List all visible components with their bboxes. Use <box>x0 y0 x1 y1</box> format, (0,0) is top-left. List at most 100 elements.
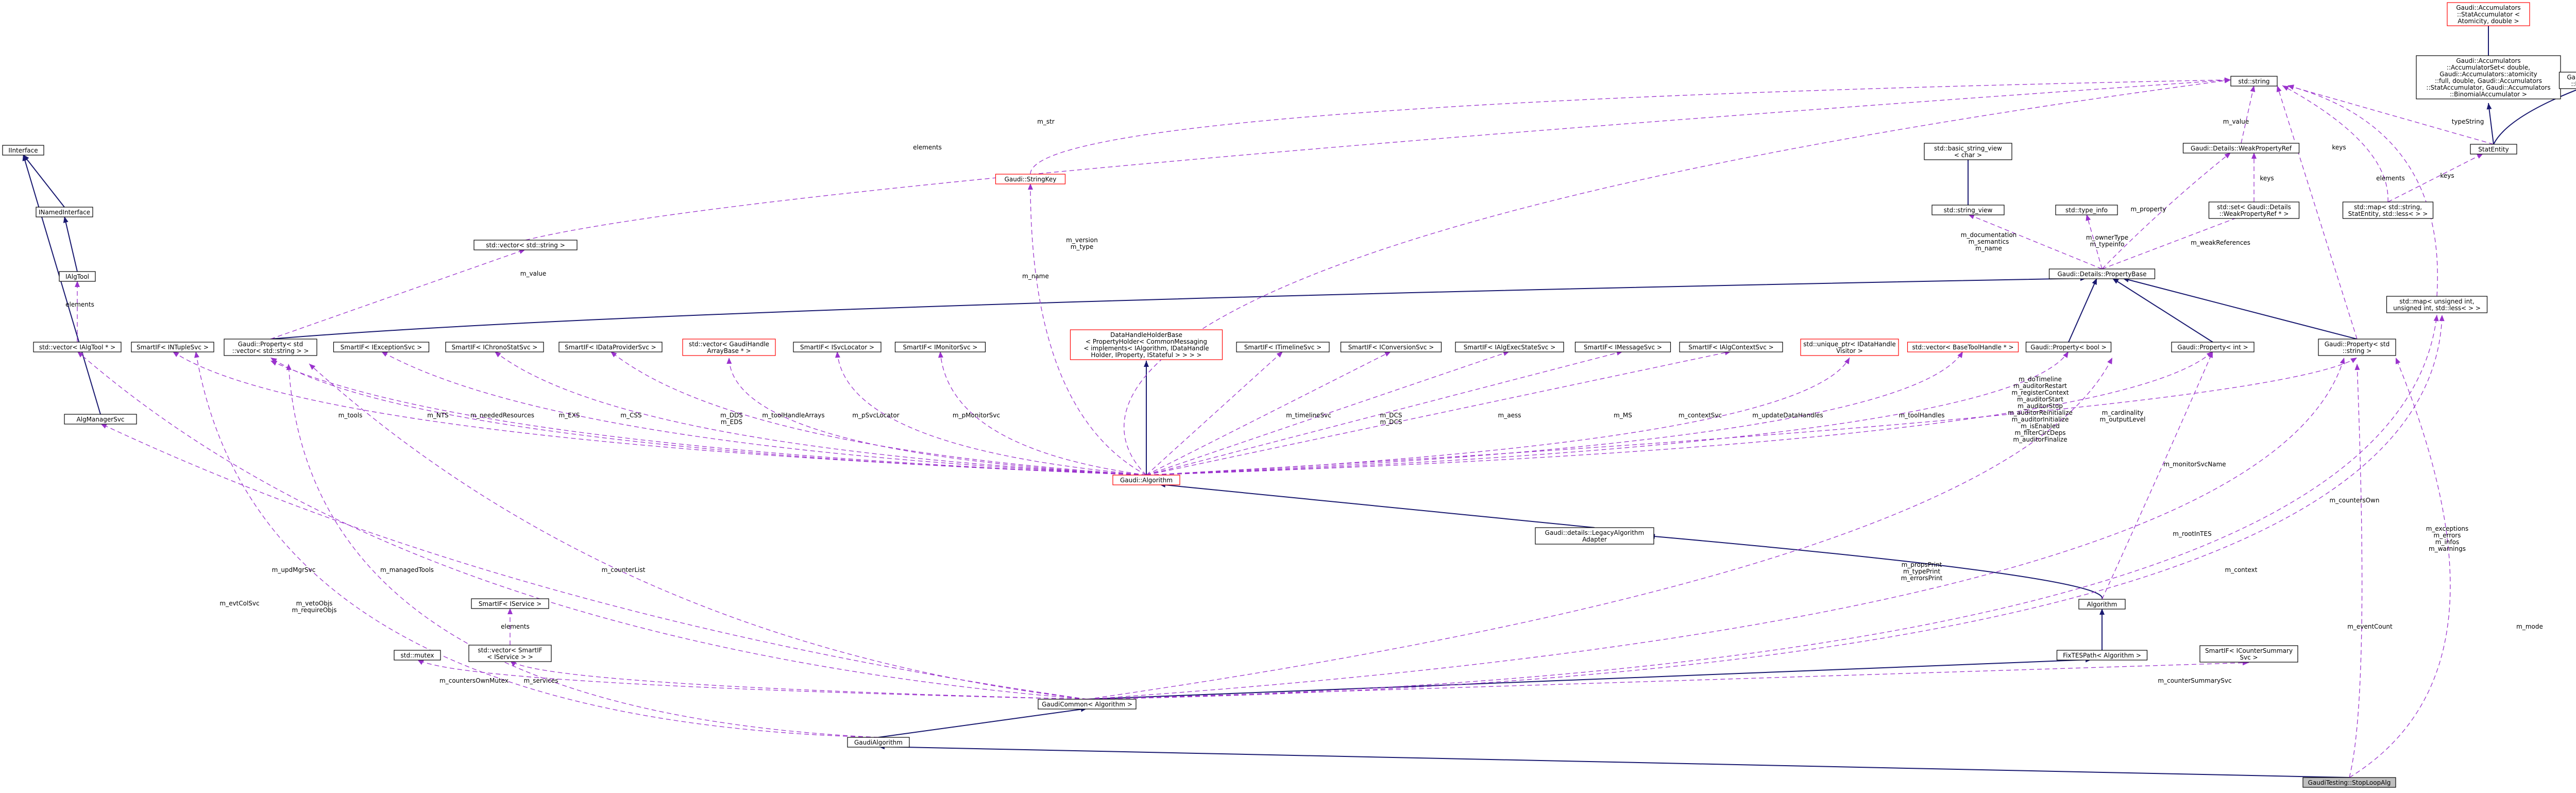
class-node-std-string[interactable]: std::string <box>2230 76 2278 87</box>
class-node-smartif-imessagesvc[interactable]: SmartIF< IMessageSvc > <box>1574 342 1671 352</box>
class-node-map-unsigned-string[interactable]: std::map< unsigned int,unsigned int, std… <box>2386 296 2488 313</box>
class-node-algmanagersvc[interactable]: AlgManagerSvc <box>64 414 137 425</box>
member-edge <box>2349 357 2451 778</box>
class-node-vec-smartif-iservice[interactable]: std::vector< SmartIF< IService > > <box>468 645 552 662</box>
class-node-ialgtool[interactable]: IAlgTool <box>59 271 96 282</box>
class-node-std-mutex[interactable]: std::mutex <box>394 650 441 661</box>
edge-label-m-dotimeline: m_auditorInitialize <box>2012 416 2069 423</box>
class-node-label: std::map< unsigned int, <box>2399 298 2474 305</box>
class-node-printablecounter[interactable]: Gaudi::Accumulators::PrintableCounter <box>2558 72 2576 89</box>
edge-label-m-css: m_CSS <box>620 412 641 419</box>
member-edge <box>1087 357 2113 700</box>
edge-label-m-ownertype: m_typeinfo <box>2090 241 2124 248</box>
edge-arrowhead <box>2063 351 2069 358</box>
member-edge <box>1146 357 2358 476</box>
class-node-smartif-ituplesvc[interactable]: SmartIF< INTupleSvc > <box>131 342 214 352</box>
edge-label-m-managedtools: m_managedTools <box>380 566 434 573</box>
edge-label-m-value-weak: m_value <box>2223 118 2249 125</box>
edge-label-m-dotimeline: m_auditorStop <box>2018 402 2063 410</box>
class-node-label: FixTESPath< Algorithm > <box>2063 652 2141 659</box>
class-node-propertybase[interactable]: Gaudi::Details::PropertyBase <box>2048 268 2156 279</box>
edge-arrowhead <box>510 661 517 667</box>
class-node-prop-bool[interactable]: Gaudi::Property< bool > <box>2025 342 2112 352</box>
class-node-basic-string-view[interactable]: std::basic_string_view< char > <box>1924 143 2012 160</box>
class-node-accumulators-set[interactable]: Gaudi::Accumulators::AccumulatorSet< dou… <box>2416 55 2561 99</box>
class-node-prop-string[interactable]: Gaudi::Property< std::string > <box>2318 339 2396 356</box>
edge-label-m-documentation: m_documentation <box>1961 231 2017 239</box>
member-edge <box>270 249 526 340</box>
member-edge <box>728 357 1147 476</box>
edge-label-keys-map: keys <box>2332 144 2346 151</box>
class-node-std-type-info[interactable]: std::type_info <box>2055 205 2118 215</box>
edge-arrowhead <box>1957 351 1963 358</box>
class-node-smartif-idataprovidersvc[interactable]: SmartIF< IDataProviderSvc > <box>558 342 663 352</box>
class-node-weakpropertyref[interactable]: Gaudi::Details::WeakPropertyRef <box>2182 143 2300 154</box>
member-edge <box>1030 183 1147 476</box>
class-node-set-weakpropertyref[interactable]: std::set< Gaudi::Details::WeakPropertyRe… <box>2208 201 2300 219</box>
class-node-smartif-ichronostatsvc[interactable]: SmartIF< IChronoStatSvc > <box>445 342 544 352</box>
class-node-accumulators-stataccumulator[interactable]: Gaudi::Accumulators::StatAccumulator <At… <box>2447 2 2530 26</box>
member-edge <box>417 659 1088 700</box>
class-node-gaudicommon[interactable]: GaudiCommon< Algorithm > <box>1038 699 1137 710</box>
class-node-inamedinterface[interactable]: INamedInterface <box>36 207 93 217</box>
class-node-fixtesmath[interactable]: FixTESPath< Algorithm > <box>2056 650 2148 661</box>
edge-label-m-updmgrsvc: m_updMgrSvc <box>272 566 316 573</box>
class-node-label: ::BinomialAccumulator > <box>2450 91 2527 98</box>
edge-label-m-vetoobjs: m_vetoObjs <box>296 600 333 607</box>
class-node-vec-string[interactable]: std::vector< std::string > <box>473 240 578 250</box>
class-node-smartif-iconversionsvc[interactable]: SmartIF< IConversionSvc > <box>1340 342 1442 352</box>
class-node-label: AlgManagerSvc <box>76 416 124 423</box>
edge-label-m-nts: m_NTS <box>427 412 449 419</box>
class-node-vec-ialgtool[interactable]: std::vector< IAlgTool * > <box>33 342 122 352</box>
edge-arrowhead <box>100 424 107 429</box>
class-node-datahandleholderbase[interactable]: DataHandleHolderBase< PropertyHolder< Co… <box>1070 329 1223 360</box>
class-node-smartif-ialgexecstatesvc[interactable]: SmartIF< IAlgExecStateSvc > <box>1455 342 1564 352</box>
class-node-prop-vec-string[interactable]: Gaudi::Property< std::vector< std::strin… <box>224 339 317 356</box>
edge-label-m-neededresources: m_neededResources <box>470 412 534 419</box>
inheritance-edge <box>2488 103 2494 145</box>
edge-label-m-tools: m_tools <box>338 412 363 419</box>
edge-label-m-psvclocator: m_pSvcLocator <box>852 412 899 419</box>
class-node-label: SmartIF< ICounterSummary <box>2205 647 2293 654</box>
edge-label-m-exs: m_EXS <box>558 412 580 419</box>
class-node-interface[interactable]: IInterface <box>2 145 44 156</box>
edge-label-m-cardinality: m_outputLevel <box>2100 416 2146 423</box>
class-node-smartif-imonitorsvc[interactable]: SmartIF< IMonitorSvc > <box>894 342 986 352</box>
class-node-prop-int[interactable]: Gaudi::Property< int > <box>2171 342 2255 352</box>
class-node-string-view[interactable]: std::string_view <box>1931 205 2005 215</box>
class-node-label: SmartIF< IExceptionSvc > <box>341 344 422 351</box>
member-edge <box>172 351 1147 476</box>
edge-label-m-vetoobjs: m_requireObjs <box>292 606 337 614</box>
class-node-map-string-statentity[interactable]: std::map< std::string,StatEntity, std::l… <box>2342 201 2434 219</box>
class-node-stringkey[interactable]: Gaudi::StringKey <box>995 174 1066 184</box>
class-node-gaudialgorithm[interactable]: GaudiAlgorithm <box>847 737 910 748</box>
edge-label-m-value-vecstr: m_value <box>520 270 546 277</box>
member-edge <box>1146 351 1283 476</box>
inheritance-edge <box>23 154 101 415</box>
class-node-statentity[interactable]: StatEntity <box>2470 144 2517 155</box>
class-node-smartif-ialgcontextsvc[interactable]: SmartIF< IAlgContextSvc > <box>1679 342 1783 352</box>
edge-label-m-version: m_version <box>1066 237 1098 244</box>
class-node-label: IAlgTool <box>65 273 89 280</box>
member-edge <box>837 351 1147 476</box>
class-node-algorithm-ns[interactable]: Gaudi::Algorithm <box>1112 475 1180 485</box>
class-node-label: Gaudi::Property< std <box>238 341 303 348</box>
inheritance-edge <box>878 746 2350 778</box>
inheritance-edge <box>2122 278 2358 340</box>
class-node-vec-basetoolhandle[interactable]: std::vector< BaseToolHandle * > <box>1907 342 2019 352</box>
class-node-algorithm[interactable]: Algorithm <box>2078 599 2126 610</box>
class-node-smartif-isvclocator[interactable]: SmartIF< ISvcLocator > <box>793 342 882 352</box>
class-node-smartif-iservice[interactable]: SmartIF< IService > <box>471 598 549 609</box>
class-node-smartif-iexceptionsvc[interactable]: SmartIF< IExceptionSvc > <box>333 342 430 352</box>
class-node-label: ::StatAccumulator < <box>2457 11 2520 18</box>
class-node-label: std::mutex <box>401 652 434 659</box>
class-node-stoploopalg[interactable]: GaudiTesting::StopLoopAlg <box>2302 777 2396 788</box>
class-node-label: std::vector< IAlgTool * > <box>39 344 115 351</box>
member-edge <box>1030 79 2231 175</box>
edge-arrowhead <box>507 608 513 614</box>
class-node-smartif-itimelinesvc[interactable]: SmartIF< ITimelineSvc > <box>1236 342 1330 352</box>
